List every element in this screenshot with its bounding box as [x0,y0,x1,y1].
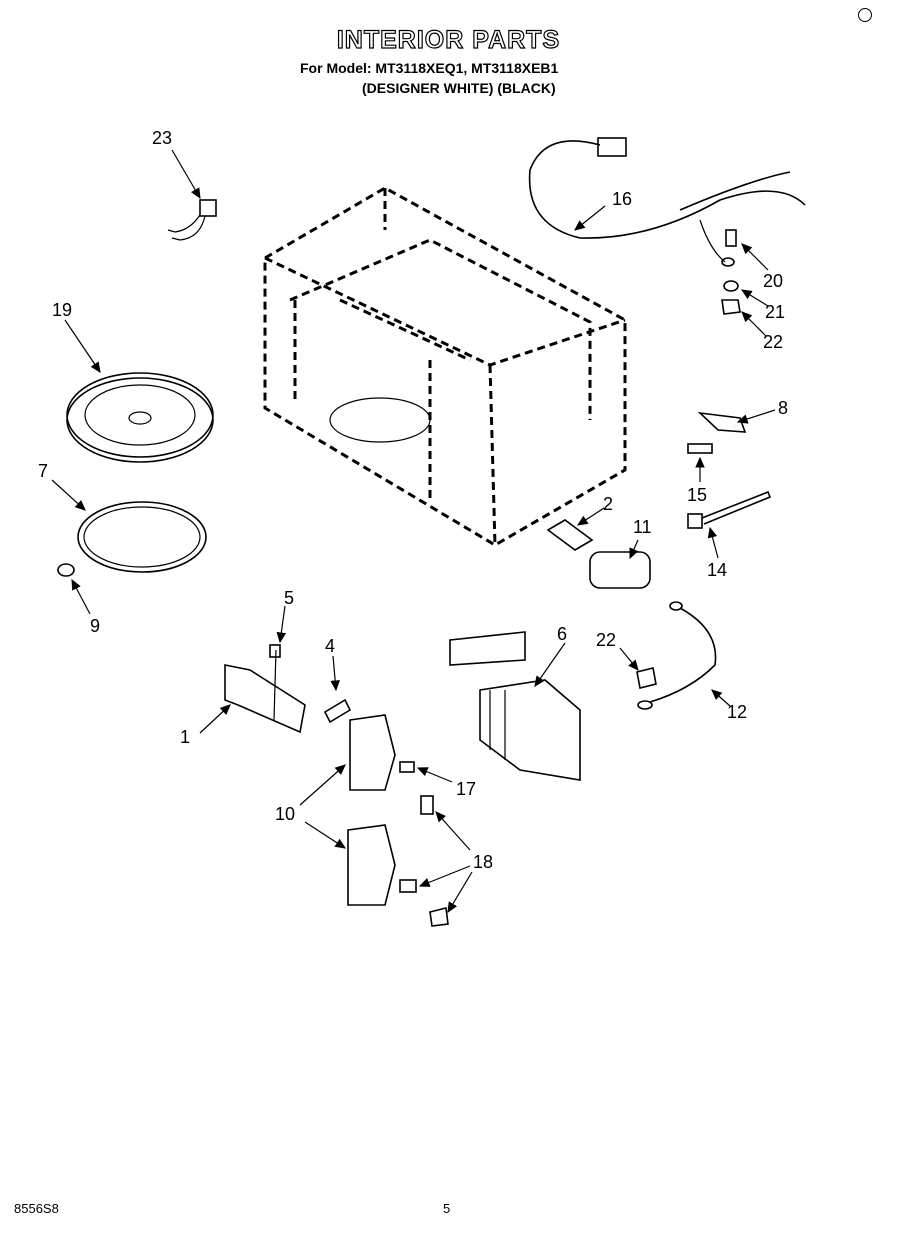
callout-8: 8 [778,398,788,418]
callout-2: 2 [603,494,613,514]
leader-lines [51,149,776,914]
callout-10: 10 [275,804,295,824]
latch-bracket-parts [224,644,352,734]
oven-cavity [263,186,627,547]
model-line: For Model: MT3118XEQ1, MT3118XEB1 [300,60,559,76]
callout-15: 15 [687,485,707,505]
page-title: INTERIOR PARTS [336,25,561,54]
screw-washer-nut-parts [721,229,741,315]
power-cord-part [528,137,806,267]
callout-1: 1 [180,727,190,747]
capacitor-bracket-parts [546,519,651,589]
callout-6: 6 [557,624,567,644]
callout-16: 16 [612,189,632,209]
corner-mark [858,8,872,22]
document-number: 8556S8 [14,1201,59,1216]
callout-11: 11 [633,517,652,537]
nut-part [636,667,657,689]
callout-7: 7 [38,461,48,481]
callout-5: 5 [284,588,294,608]
callout-14: 14 [707,560,727,580]
callout-21: 21 [765,302,785,322]
bracket-fuse-clamp-parts [687,411,772,529]
callout-18: 18 [473,852,493,872]
callout-22-lower: 22 [596,630,616,650]
color-line: (DESIGNER WHITE) (BLACK) [362,80,556,96]
transformer-part [449,631,581,781]
page-number: 5 [443,1201,451,1216]
callout-4: 4 [325,636,335,656]
callout-23: 23 [152,128,172,148]
turntable-tray-part [66,372,214,463]
callout-9: 9 [90,616,100,636]
callout-19: 19 [52,300,72,320]
callout-17: 17 [456,779,476,799]
diode-part [637,601,717,710]
switch-assembly-parts [347,714,449,927]
coupler-part [57,563,75,577]
callout-22-upper: 22 [763,332,783,352]
thermal-fuse-part [167,199,217,241]
callout-20: 20 [763,271,783,291]
callout-12: 12 [727,702,747,722]
roller-ring-part [77,501,207,573]
